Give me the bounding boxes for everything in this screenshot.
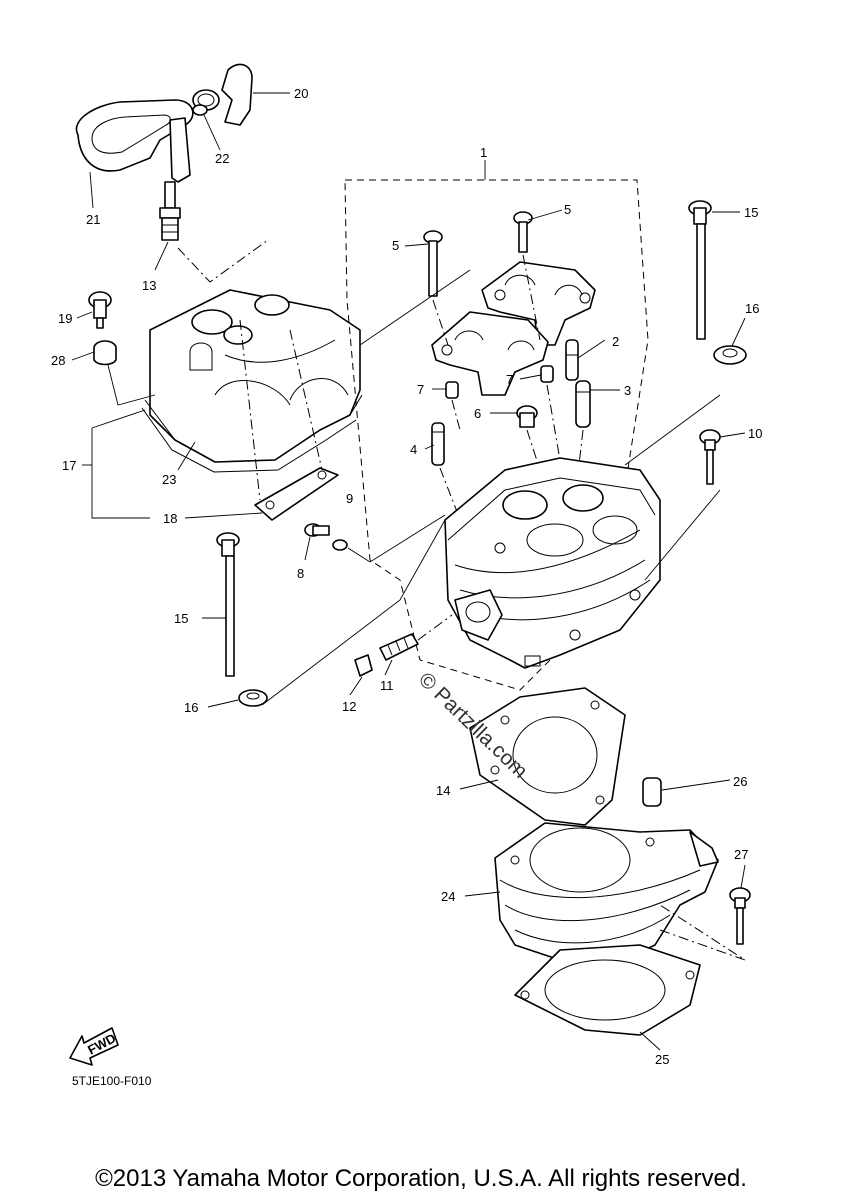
callout-18: 18 [163, 511, 177, 526]
camshaft-cap-lower [431, 311, 549, 396]
dowel-pin-7-right [540, 365, 554, 383]
cap-bolt-19 [88, 291, 112, 329]
dowel-pin-7-left [445, 381, 459, 399]
bolt-8 [304, 523, 330, 537]
dowel-26 [642, 777, 662, 807]
washer-16-left [238, 689, 268, 707]
fwd-arrow-icon: FWD [69, 1027, 119, 1066]
callout-20: 20 [294, 86, 308, 101]
callout-5-right: 5 [564, 202, 571, 217]
bolt-5-right [513, 211, 533, 253]
callout-3: 3 [624, 383, 631, 398]
cylinder-head-cover [141, 289, 363, 521]
callout-4: 4 [410, 442, 417, 457]
breather-hose-21 [75, 99, 194, 183]
callout-16-right: 16 [745, 301, 759, 316]
cylinder-head [444, 457, 661, 669]
callout-17: 17 [62, 458, 76, 473]
callout-10: 10 [748, 426, 762, 441]
cylinder-24 [494, 822, 719, 973]
callout-2: 2 [612, 334, 619, 349]
bolt-5-left [423, 230, 443, 297]
callout-13: 13 [142, 278, 156, 293]
callout-7-right: 7 [506, 372, 513, 387]
spark-plug-13 [159, 181, 181, 241]
union-2 [565, 339, 579, 381]
nut-12 [354, 654, 373, 677]
callout-25: 25 [655, 1052, 669, 1067]
plug-6 [516, 405, 538, 428]
camshaft-cap-upper [481, 261, 596, 346]
callout-11: 11 [380, 678, 394, 693]
stud-3 [575, 380, 591, 428]
bolt-10 [699, 429, 721, 485]
callout-16-left: 16 [184, 700, 198, 715]
callout-27: 27 [734, 847, 748, 862]
callout-5-left: 5 [392, 238, 399, 253]
callout-26: 26 [733, 774, 747, 789]
breather-elbow-20 [192, 63, 253, 126]
callout-15-right: 15 [744, 205, 758, 220]
stud-bolt-15-left [216, 532, 240, 677]
callout-1: 1 [480, 145, 487, 160]
diagram-code: 5TJE100-F010 [72, 1074, 152, 1088]
callout-14: 14 [436, 783, 450, 798]
stud-4 [431, 422, 445, 466]
washer-16-right [713, 345, 747, 365]
stud-11 [379, 633, 419, 661]
head-gasket-14 [469, 687, 626, 826]
callout-24: 24 [441, 889, 455, 904]
callout-21: 21 [86, 212, 100, 227]
stud-bolt-15-right [688, 200, 712, 340]
callout-7-left: 7 [417, 382, 424, 397]
callout-9: 9 [346, 491, 353, 506]
callout-6: 6 [474, 406, 481, 421]
callout-22: 22 [215, 151, 229, 166]
bolt-27 [729, 887, 751, 945]
callout-19: 19 [58, 311, 72, 326]
callout-28: 28 [51, 353, 65, 368]
callout-8: 8 [297, 566, 304, 581]
copyright-notice: ©2013 Yamaha Motor Corporation, U.S.A. A… [95, 1165, 747, 1192]
base-gasket-25 [514, 944, 701, 1036]
callout-15-left: 15 [174, 611, 188, 626]
washer-9 [332, 539, 348, 551]
callout-12: 12 [342, 699, 356, 714]
callout-23: 23 [162, 472, 176, 487]
grommet-28 [93, 340, 117, 366]
